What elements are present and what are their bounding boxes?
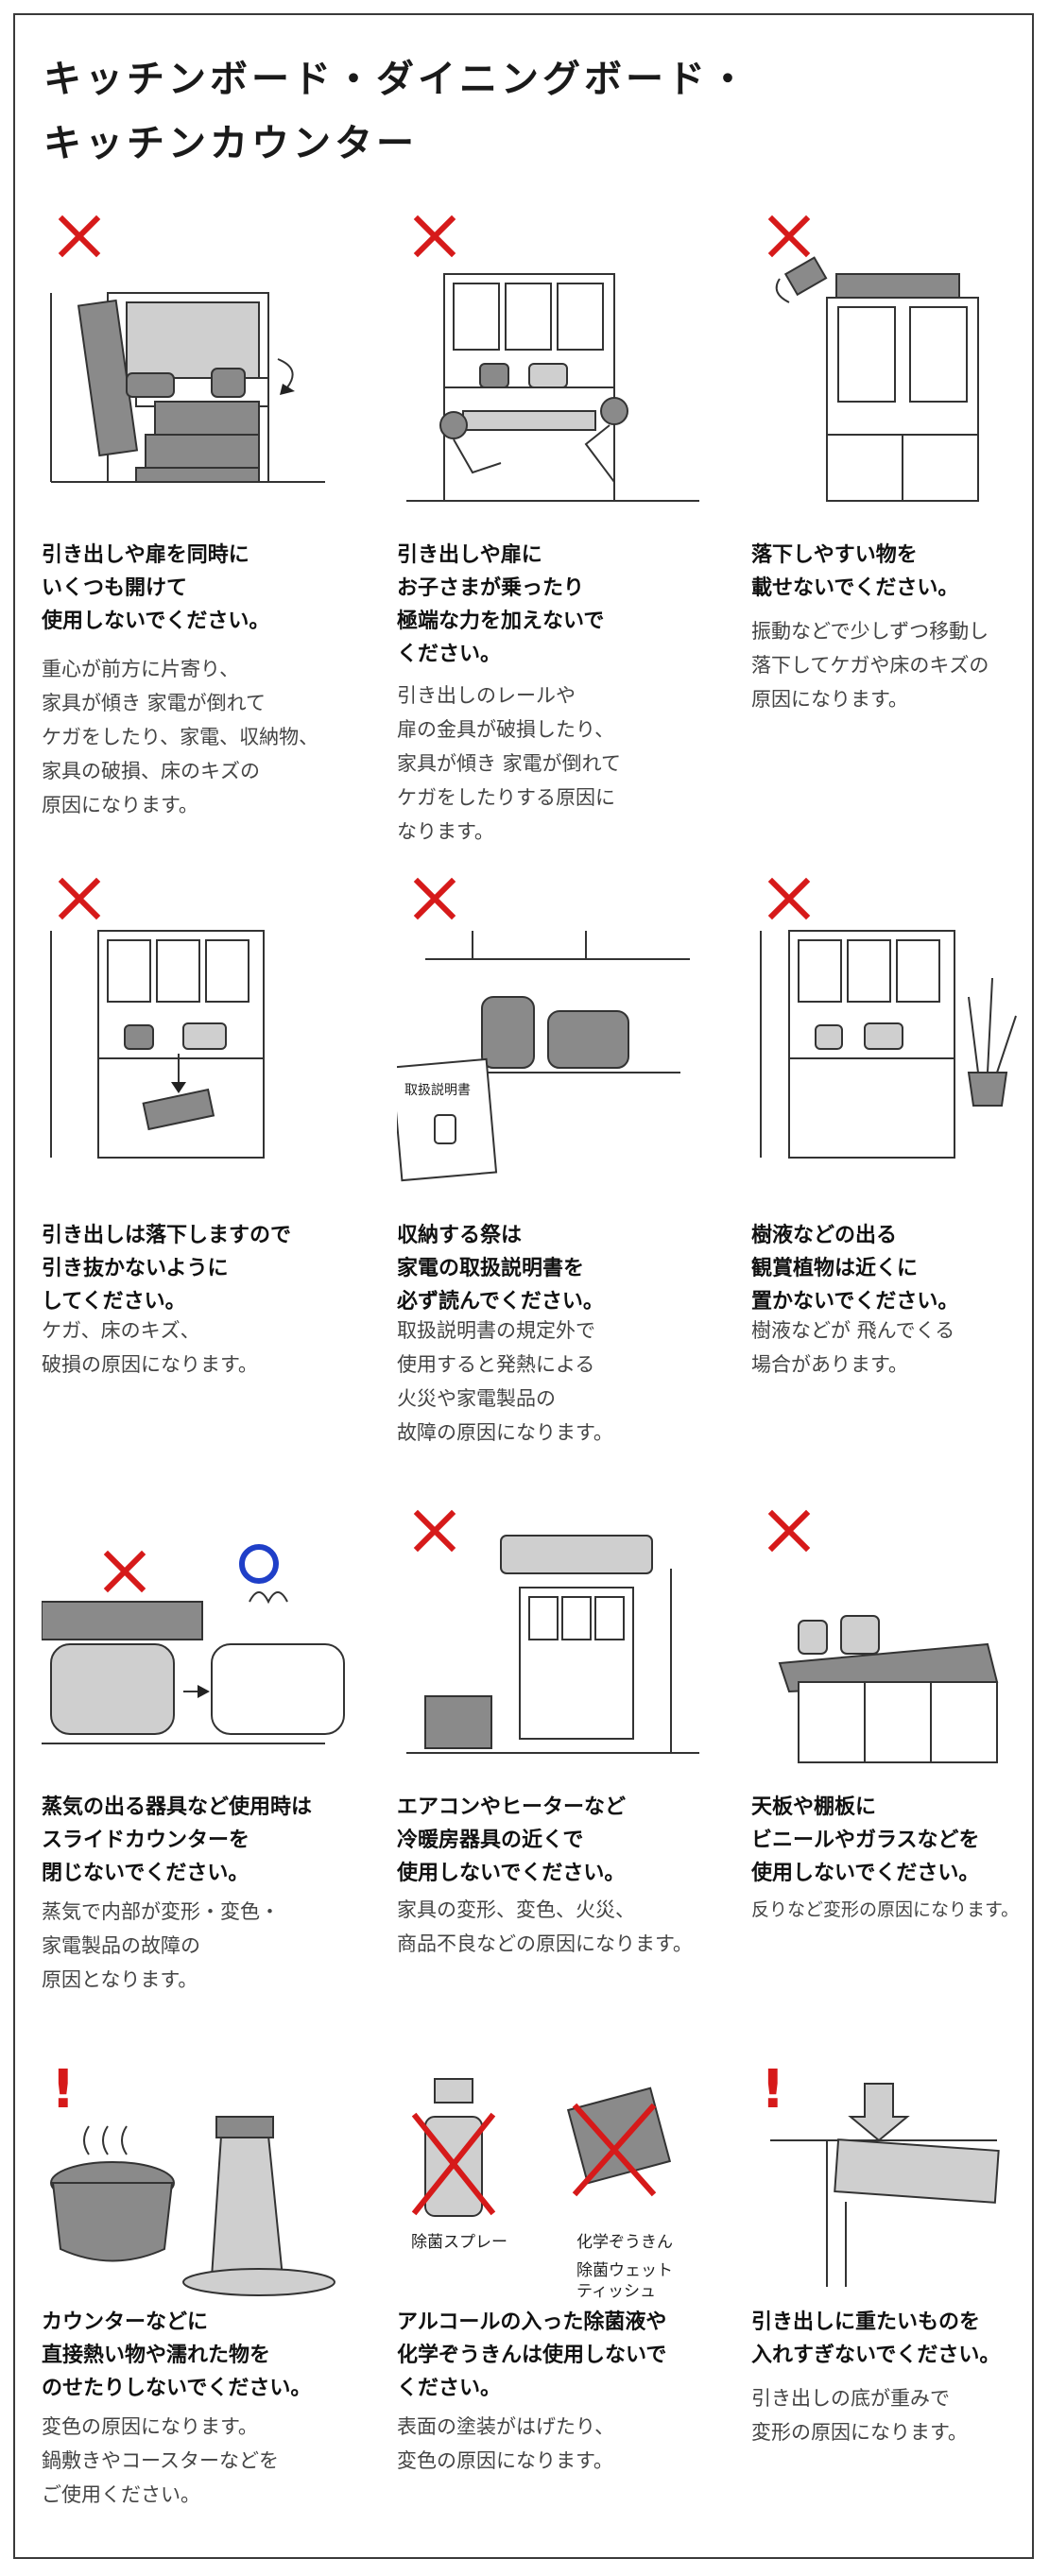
item-body: 引き出しの底が重みで 変形の原因になります。 xyxy=(751,2387,968,2444)
title-line-2: キッチンカウンター xyxy=(43,122,418,165)
item-heading: 引き出しに重たいものを 入れすぎないでください。 xyxy=(751,2310,1001,2367)
page-title: キッチンボード・ダイニングボード・ キッチンカウンター xyxy=(43,47,750,176)
illustration-plant-near-board xyxy=(751,874,1049,1186)
spray-label: 除菌スプレー xyxy=(411,2233,507,2252)
item-body: 振動などで少しずつ移動し 落下してケガや床のキズの 原因になります。 xyxy=(751,620,989,711)
illustration-hot-wet-items: ! xyxy=(42,2051,363,2362)
item-body: 家具の変形、変色、火災、 商品不良などの原因になります。 xyxy=(397,1898,693,1955)
item-heading: 落下しやすい物を 載せないでください。 xyxy=(751,543,959,600)
illustration-vinyl-glass-top xyxy=(751,1493,1049,1805)
illustration-aircon-heater xyxy=(397,1493,718,1805)
item-heading: 引き出しや扉を同時に いくつも開けて 使用しないでください。 xyxy=(42,543,270,633)
prohibited-cross-icon xyxy=(767,877,811,920)
item-body: 表面の塗装がはげたり、 変色の原因になります。 xyxy=(397,2415,615,2472)
item-body: 取扱説明書の規定外で 使用すると発熱による 火災や家電製品の 故障の原因になりま… xyxy=(397,1319,613,1444)
prohibited-cross-icon xyxy=(413,877,456,920)
item-body: 反りなど変形の原因になります。 xyxy=(751,1899,1020,1920)
correct-circle-icon xyxy=(239,1544,279,1584)
cloth-label: 化学ぞうきん xyxy=(576,2233,673,2252)
item-body: ケガ、床のキズ、 破損の原因になります。 xyxy=(42,1319,258,1376)
item-body: 樹液などが 飛んでくる 場合があります。 xyxy=(751,1319,955,1376)
prohibited-cross-icon xyxy=(767,1509,811,1553)
item-heading: 蒸気の出る器具など使用時は スライドカウンターを 閉じないでください。 xyxy=(42,1795,313,1885)
prohibited-cross-icon xyxy=(767,215,811,258)
item-body: 引き出しのレールや 扉の金具が破損したり、 家具が傾き 家電が倒れて ケガをした… xyxy=(397,684,622,843)
prohibited-cross-icon xyxy=(411,2112,496,2216)
caution-exclaim-icon: ! xyxy=(51,2059,76,2121)
manual-label: 取扱説明書 xyxy=(404,1083,471,1098)
illustration-appliance-manual xyxy=(397,874,718,1186)
prohibited-cross-icon xyxy=(413,1509,456,1553)
item-body: 蒸気で内部が変形・変色・ 家電製品の故障の 原因となります。 xyxy=(42,1900,280,1991)
illustration-open-drawers xyxy=(42,198,363,510)
prohibited-cross-icon xyxy=(572,2103,657,2197)
illustration-child-on-drawer xyxy=(397,198,718,510)
caution-exclaim-icon: ! xyxy=(761,2059,785,2121)
item-heading: 収納する祭は 家電の取扱説明書を 必ず読んでください。 xyxy=(397,1224,604,1314)
illustration-falling-object xyxy=(751,198,1049,510)
illustration-spray-and-cloth xyxy=(397,2051,718,2362)
title-line-1: キッチンボード・ダイニングボード・ xyxy=(43,58,750,101)
item-heading: カウンターなどに 直接熱い物や濡れた物を のせたりしないでください。 xyxy=(42,2310,312,2400)
item-heading: 樹液などの出る 観賞植物は近くに 置かないでください。 xyxy=(751,1224,959,1314)
prohibited-cross-icon xyxy=(103,1550,146,1593)
prohibited-cross-icon xyxy=(58,215,101,258)
item-heading: アルコールの入った除菌液や 化学ぞうきんは使用しないで ください。 xyxy=(397,2310,667,2400)
wipe-label: 除菌ウェット ティッシュ xyxy=(576,2261,673,2301)
illustration-drawer-falling xyxy=(42,874,363,1186)
item-heading: 引き出しや扉に お子さまが乗ったり 極端な力を加えないで ください。 xyxy=(397,543,605,666)
illustration-heavy-drawer: ! xyxy=(751,2051,1049,2362)
item-body: 重心が前方に片寄り、 家具が傾き 家電が倒れて ケガをしたり、家電、収納物、 家… xyxy=(42,658,319,816)
item-heading: エアコンやヒーターなど 冷暖房器具の近くで 使用しないでください。 xyxy=(397,1795,627,1885)
prohibited-cross-icon xyxy=(58,877,101,920)
item-heading: 天板や棚板に ビニールやガラスなどを 使用しないでください。 xyxy=(751,1795,980,1885)
illustration-steam-counter xyxy=(42,1536,363,1847)
item-heading: 引き出しは落下しますので 引き抜かないように してください。 xyxy=(42,1224,292,1314)
prohibited-cross-icon xyxy=(413,215,456,258)
item-body: 変色の原因になります。 鍋敷きやコースターなどを ご使用ください。 xyxy=(42,2415,279,2506)
